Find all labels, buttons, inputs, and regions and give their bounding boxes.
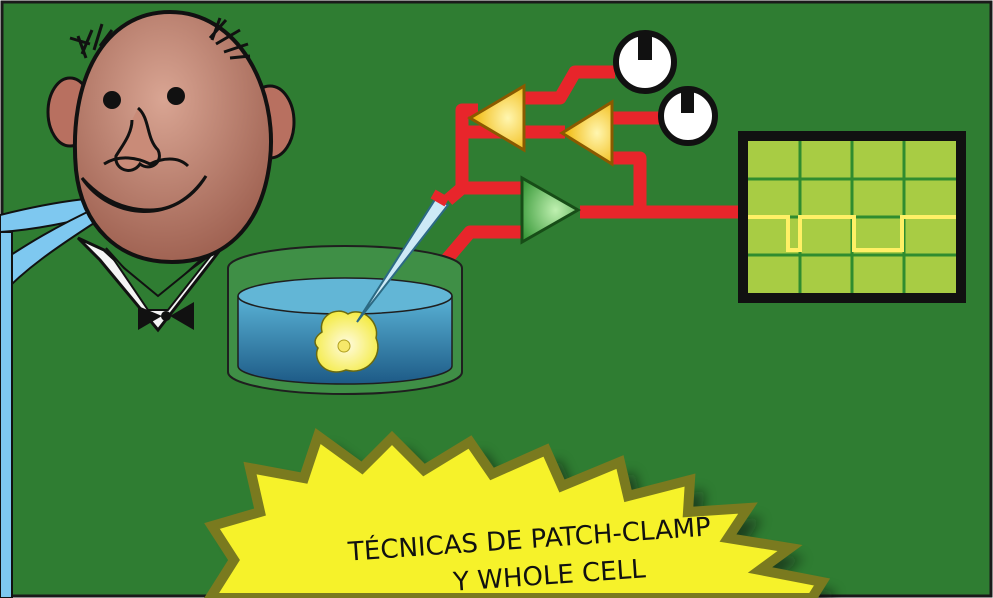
amplifier-icon <box>467 83 526 153</box>
cell-icon <box>314 310 379 373</box>
signal-trace <box>748 215 956 252</box>
knob-icon[interactable] <box>658 86 718 146</box>
knob-icon[interactable] <box>613 30 677 94</box>
pipette-icon <box>356 189 450 323</box>
oscilloscope-screen <box>738 131 966 303</box>
amplifier-icon <box>559 99 614 167</box>
bow-tie-icon <box>138 302 194 330</box>
amplifier-icon <box>520 175 582 245</box>
scientist-character <box>46 9 296 333</box>
title-burst: TÉCNICAS DE PATCH-CLAMP Y WHOLE CELL <box>204 427 836 598</box>
